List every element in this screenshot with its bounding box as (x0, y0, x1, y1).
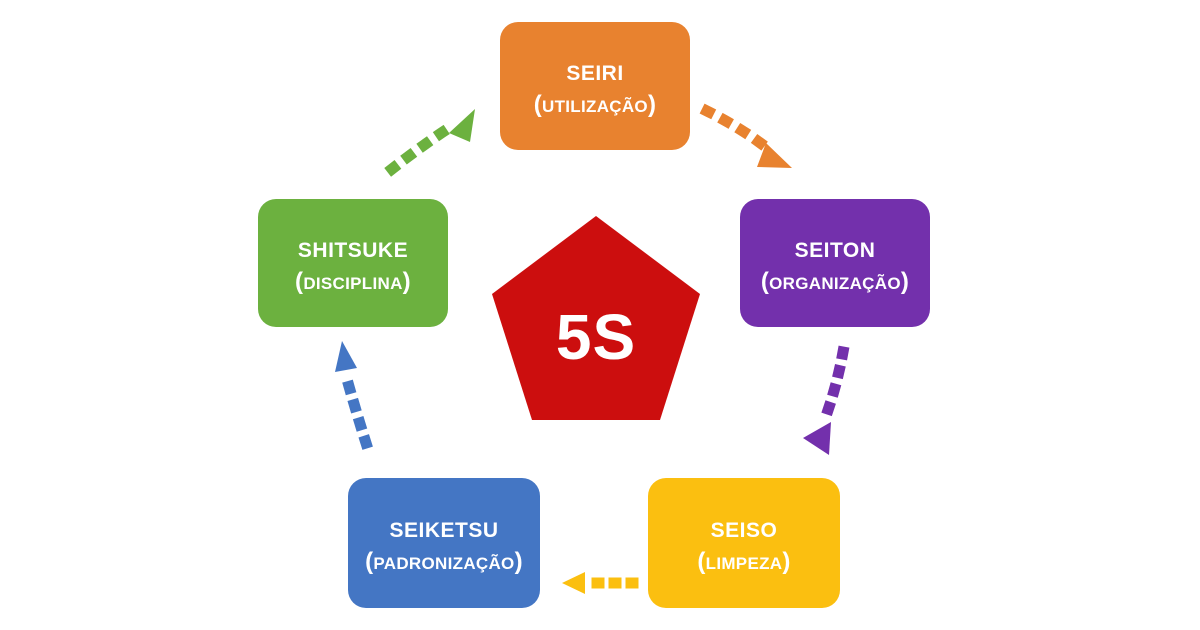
node-seiketsu[interactable]: Seiketsu (Padronização) (348, 478, 540, 608)
node-seiketsu-portuguese: (Padronização) (365, 548, 523, 576)
node-seiri-portuguese: (Utilização) (533, 91, 657, 119)
node-seiso-portuguese: (Limpeza) (697, 548, 791, 576)
node-seiton[interactable]: Seiton (Organização) (740, 199, 930, 327)
node-seiso-japanese: Seiso (710, 510, 778, 544)
node-seiketsu-japanese: Seiketsu (389, 510, 499, 544)
center-pentagon: 5S (488, 212, 704, 428)
arrow-seiketsu-to-shitsuke (335, 341, 373, 450)
node-shitsuke[interactable]: Shitsuke (Disciplina) (258, 199, 448, 327)
arrow-seiri-to-seiton (699, 103, 792, 168)
node-shitsuke-japanese: Shitsuke (297, 230, 409, 264)
pentagon-shape (492, 216, 700, 420)
node-seiso[interactable]: Seiso (Limpeza) (648, 478, 840, 608)
node-shitsuke-portuguese: (Disciplina) (295, 268, 411, 296)
node-seiton-portuguese: (Organização) (760, 268, 910, 296)
arrow-seiton-to-seiso (803, 345, 850, 455)
arrow-seiso-to-seiketsu (562, 572, 639, 594)
node-seiri-japanese: Seiri (566, 53, 624, 87)
node-seiri[interactable]: Seiri (Utilização) (500, 22, 690, 150)
arrow-shitsuke-to-seiri (384, 109, 475, 177)
node-seiton-japanese: Seiton (794, 230, 876, 264)
